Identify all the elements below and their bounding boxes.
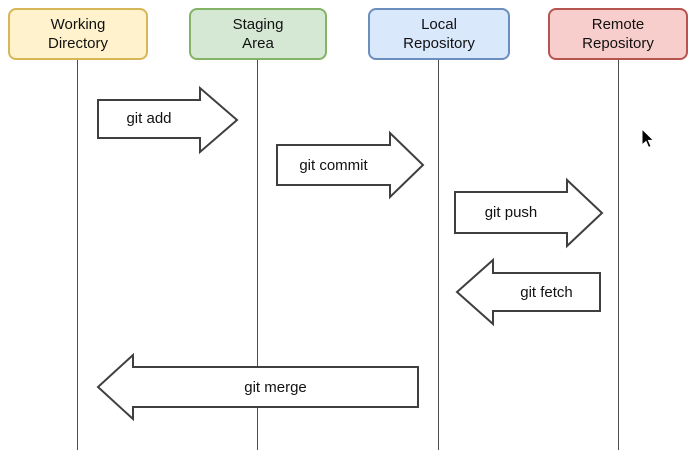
arrow-git-merge-shape: [96, 352, 419, 422]
arrow-label-git-commit: git commit: [299, 156, 368, 174]
lifeline-staging-area: [256, 58, 258, 450]
arrow-git-fetch-shape: [455, 257, 601, 327]
lifeline-working-directory: [76, 58, 78, 450]
arrow-label-git-push: git push: [484, 204, 538, 221]
arrow-git-fetch: [455, 257, 601, 327]
arrow-label-git-fetch: git fetch: [520, 283, 573, 301]
arrow-git-push: [454, 177, 604, 249]
node-label-working-directory: Working Directory: [47, 16, 108, 52]
arrow-git-add-shape: [97, 85, 239, 155]
lifeline-local-repository: [437, 58, 439, 450]
node-local-repository: Local Repository: [368, 8, 510, 60]
node-remote-repository: Remote Repository: [548, 8, 688, 60]
mouse-cursor-icon: [641, 128, 655, 149]
arrow-git-push-shape: [454, 177, 604, 249]
arrow-git-merge: [96, 352, 419, 422]
node-staging-area: Staging Area: [189, 8, 327, 60]
arrow-git-commit-shape: [276, 130, 425, 200]
arrow-git-add: [97, 85, 239, 155]
node-label-remote-repository: Remote Repository: [582, 16, 654, 52]
arrow-label-git-add: git add: [126, 110, 172, 127]
node-label-local-repository: Local Repository: [403, 16, 475, 52]
node-working-directory: Working Directory: [8, 8, 148, 60]
lifeline-remote-repository: [617, 58, 619, 450]
arrow-git-commit: [276, 130, 425, 200]
node-label-staging-area: Staging Area: [232, 16, 284, 52]
arrow-label-git-merge: git merge: [244, 378, 307, 396]
